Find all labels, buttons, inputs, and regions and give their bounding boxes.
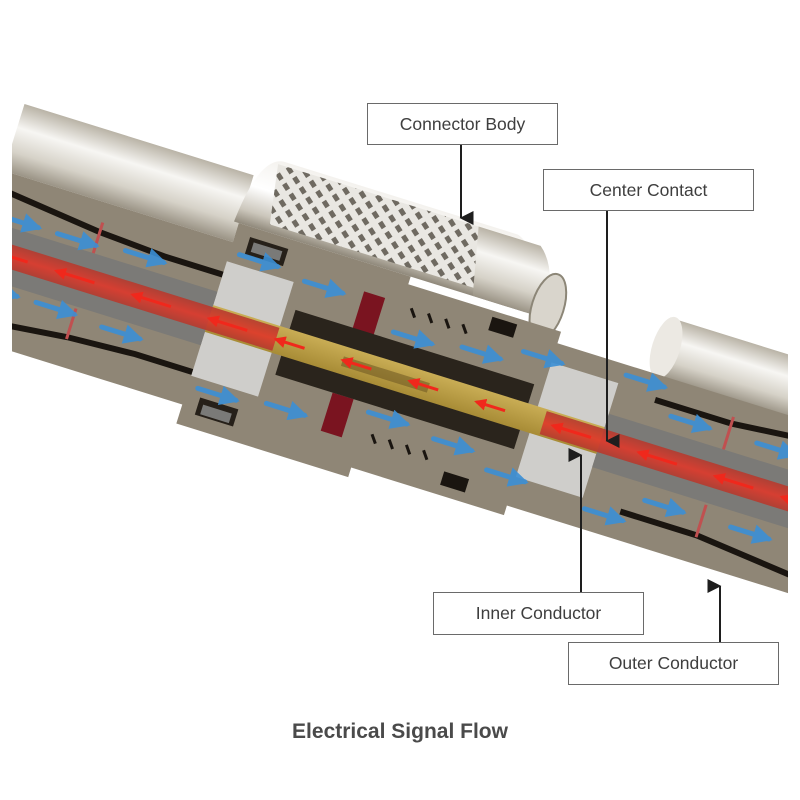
signal-arrow <box>474 398 506 413</box>
signal-arrow <box>206 315 248 332</box>
return-arrow <box>365 409 411 429</box>
return-arrow <box>623 372 669 392</box>
return-arrow <box>728 524 773 544</box>
label-connector-body-text: Connector Body <box>399 113 526 134</box>
callout-leaders <box>459 145 722 642</box>
signal-arrow <box>636 449 678 466</box>
label-center-contact-text: Center Contact <box>589 179 708 200</box>
return-arrow <box>581 506 627 526</box>
return-arrow <box>122 248 168 268</box>
return-arrow <box>668 413 713 433</box>
label-outer-conductor-text: Outer Conductor <box>608 653 739 673</box>
return-arrow <box>263 400 309 421</box>
return-arrow <box>430 436 476 456</box>
signal-arrow <box>53 268 95 285</box>
label-outer-conductor: Outer Conductor <box>568 642 779 685</box>
return-arrow <box>236 252 282 272</box>
return-arrow <box>642 497 687 517</box>
diagram-caption: Electrical Signal Flow <box>292 720 508 743</box>
signal-arrow <box>130 291 172 309</box>
right-cable-jacket <box>649 316 800 444</box>
return-arrow <box>99 324 144 344</box>
label-connector-body: Connector Body <box>367 103 558 145</box>
return-arrow <box>301 278 347 298</box>
return-arrow <box>520 349 566 369</box>
label-inner-conductor: Inner Conductor <box>433 592 644 635</box>
knurled-coupling-nut <box>234 161 568 341</box>
return-arrow <box>459 344 505 364</box>
signal-arrow <box>340 357 372 371</box>
signal-arrow <box>712 473 754 490</box>
signal-arrow <box>273 336 305 350</box>
left-mask <box>0 0 12 700</box>
return-arrow <box>33 299 79 320</box>
signal-arrow <box>407 378 439 392</box>
label-center-contact: Center Contact <box>543 169 754 211</box>
right-mask <box>788 0 800 700</box>
return-arrow <box>390 329 436 349</box>
signal-arrow <box>550 422 592 439</box>
connector-assembly <box>0 103 800 604</box>
return-arrow <box>195 385 240 406</box>
return-arrow <box>54 231 100 251</box>
return-arrow <box>484 467 529 487</box>
label-inner-conductor-text: Inner Conductor <box>475 603 602 623</box>
left-cable-jacket <box>3 103 254 243</box>
